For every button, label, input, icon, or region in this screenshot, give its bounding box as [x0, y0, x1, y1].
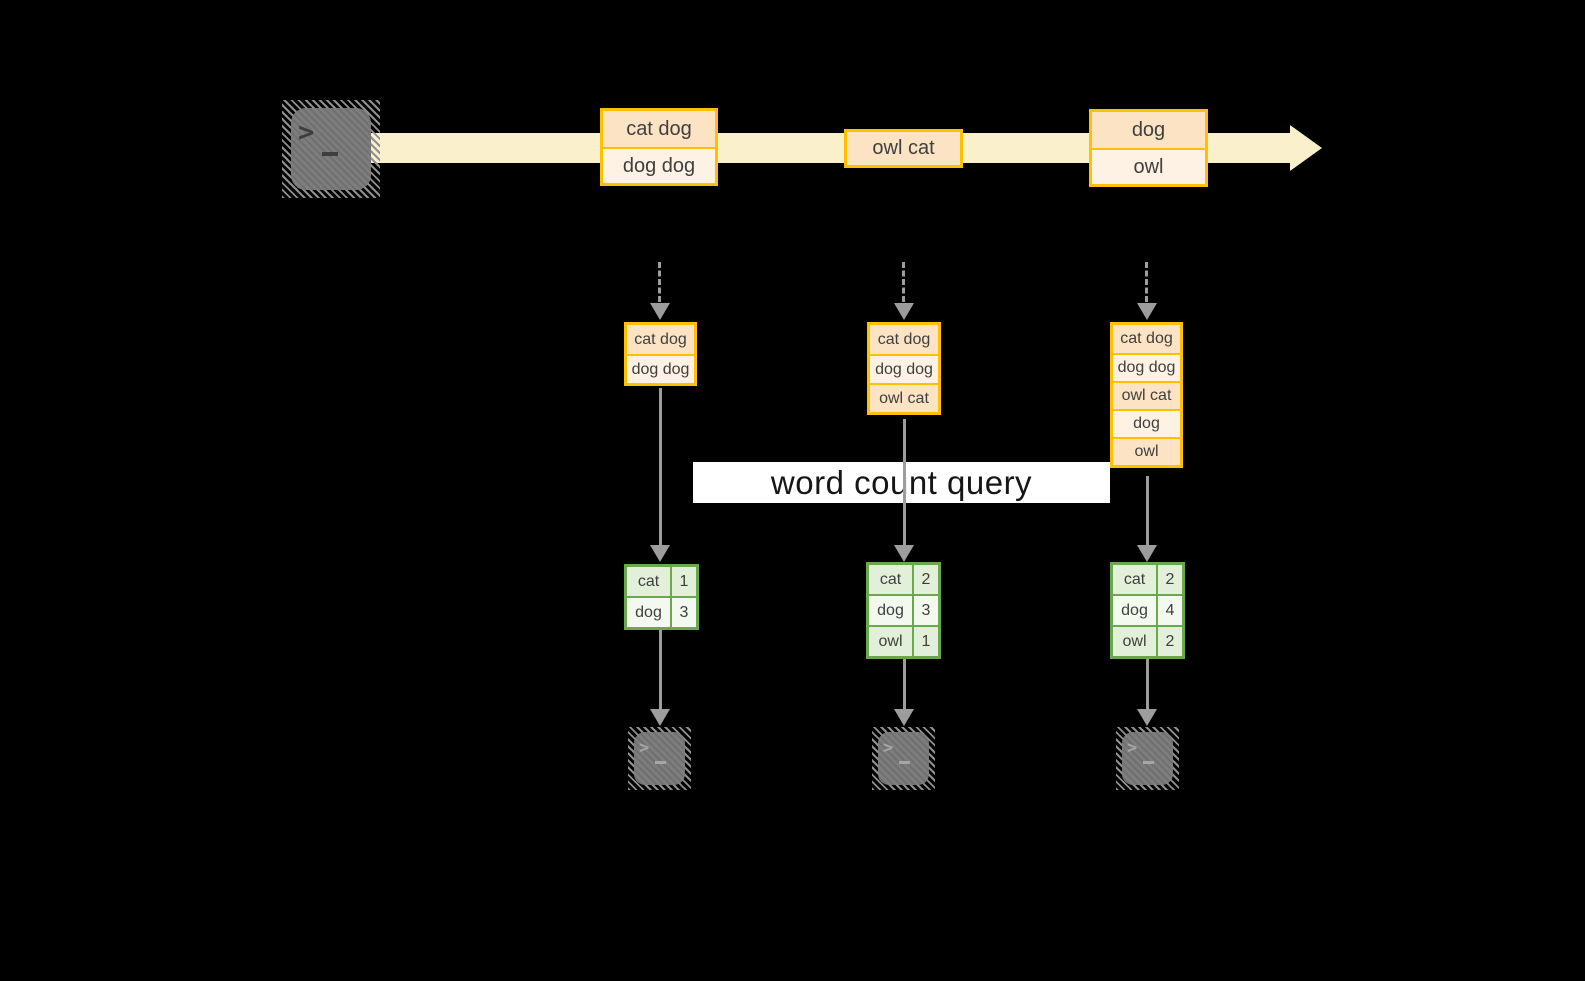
state-buffer-box-1: cat dog dog dog [624, 322, 697, 386]
terminal-prompt-chevron-icon: > [639, 738, 650, 758]
terminal-prompt-chevron-icon: > [883, 738, 894, 758]
query-label: word count query [770, 463, 1033, 501]
dashed-arrow-line [1145, 262, 1148, 302]
sink-arrow-line [902, 659, 906, 710]
state-line: owl [1113, 437, 1180, 465]
state-buffer-box-2: cat dog dog dog owl cat [867, 322, 941, 415]
state-line: dog dog [627, 354, 694, 383]
state-line: cat dog [627, 325, 694, 354]
terminal-prompt-underscore-icon [1143, 761, 1154, 764]
terminal-prompt-underscore-icon [655, 761, 666, 764]
count-word-cell: owl [1113, 627, 1156, 656]
event-line: cat dog [603, 111, 715, 147]
count-word-cell: dog [1113, 596, 1156, 625]
stream-event-box-3: dog owl [1089, 109, 1208, 187]
count-value-cell: 3 [914, 596, 938, 625]
count-word-cell: cat [1113, 565, 1156, 594]
event-line: dog dog [603, 147, 715, 183]
sink-arrow-head-icon [894, 709, 914, 726]
state-line: dog dog [870, 354, 938, 383]
terminal-source-icon: > [282, 100, 380, 198]
count-value-cell: 2 [1158, 565, 1182, 594]
count-value-cell: 1 [672, 567, 696, 596]
terminal-prompt-chevron-icon: > [298, 117, 315, 148]
sink-arrow-line [1145, 659, 1149, 710]
state-line: dog dog [1113, 353, 1180, 381]
state-line: owl cat [1113, 381, 1180, 409]
count-table-2: cat 2 dog 3 owl 1 [866, 562, 941, 659]
count-word-cell: cat [869, 565, 912, 594]
count-value-cell: 2 [1158, 627, 1182, 656]
stream-arrow-head-icon [1290, 125, 1322, 171]
count-table-1: cat 1 dog 3 [624, 564, 699, 630]
dashed-arrow-head-icon [650, 303, 670, 320]
count-word-cell: cat [627, 567, 670, 596]
count-word-cell: dog [869, 596, 912, 625]
terminal-prompt-underscore-icon [322, 152, 338, 156]
dashed-arrow-head-icon [1137, 303, 1157, 320]
count-table-3: cat 2 dog 4 owl 2 [1110, 562, 1185, 659]
event-line: owl [1092, 148, 1205, 184]
count-word-cell: owl [869, 627, 912, 656]
count-value-cell: 4 [1158, 596, 1182, 625]
sink-arrow-head-icon [1137, 709, 1157, 726]
terminal-sink-icon: > [872, 727, 935, 790]
sink-arrow-line [658, 630, 662, 710]
query-arrow-line [902, 419, 906, 546]
count-value-cell: 1 [914, 627, 938, 656]
query-arrow-head-icon [894, 545, 914, 562]
state-line: dog [1113, 409, 1180, 437]
terminal-sink-icon: > [1116, 727, 1179, 790]
state-buffer-box-3: cat dog dog dog owl cat dog owl [1110, 322, 1183, 468]
stream-event-box-1: cat dog dog dog [600, 108, 718, 186]
state-line: cat dog [870, 325, 938, 354]
query-arrow-head-icon [1137, 545, 1157, 562]
terminal-prompt-underscore-icon [899, 761, 910, 764]
count-value-cell: 3 [672, 598, 696, 627]
sink-arrow-head-icon [650, 709, 670, 726]
query-arrow-line [658, 388, 662, 546]
query-arrow-line [1145, 476, 1149, 546]
event-line: owl cat [847, 132, 960, 165]
event-line: dog [1092, 112, 1205, 148]
dashed-arrow-line [902, 262, 905, 302]
count-value-cell: 2 [914, 565, 938, 594]
terminal-prompt-chevron-icon: > [1127, 738, 1138, 758]
count-word-cell: dog [627, 598, 670, 627]
state-line: owl cat [870, 383, 938, 412]
dashed-arrow-head-icon [894, 303, 914, 320]
terminal-sink-icon: > [628, 727, 691, 790]
query-arrow-head-icon [650, 545, 670, 562]
query-label-band: word count query [693, 462, 1110, 503]
stream-event-box-2: owl cat [844, 129, 963, 168]
state-line: cat dog [1113, 325, 1180, 353]
dashed-arrow-line [658, 262, 661, 302]
